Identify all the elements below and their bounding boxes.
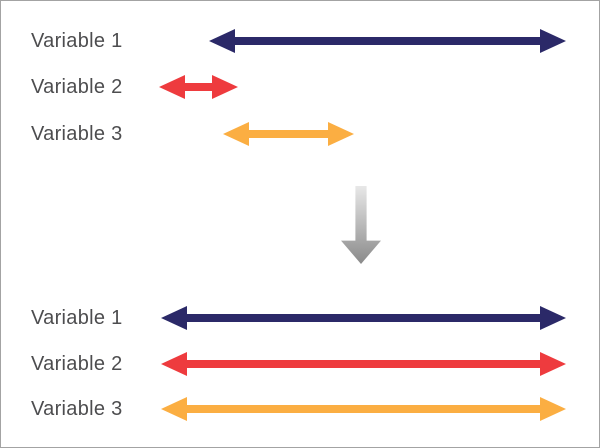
range-arrow [223,122,354,146]
arrow-right-head-icon [540,352,566,376]
variable-label: Variable 2 [31,353,123,375]
arrow-shaft [229,37,546,45]
range-arrow [161,352,566,376]
arrow-right-head-icon [540,306,566,330]
range-arrow [159,75,238,99]
arrow-right-head-icon [212,75,238,99]
range-arrow [161,306,566,330]
arrow-right-head-icon [540,397,566,421]
range-arrow [161,397,566,421]
arrow-right-head-icon [328,122,354,146]
variable-label: Variable 2 [31,76,123,98]
variable-label: Variable 3 [31,398,123,420]
arrow-shaft [181,314,546,322]
arrow-shaft [243,130,334,138]
range-arrow [209,29,566,53]
variable-label: Variable 3 [31,123,123,145]
arrow-right-head-icon [540,29,566,53]
arrow-shaft [181,405,546,413]
arrow-shaft [181,360,546,368]
transform-down-arrow-icon [341,186,381,264]
variable-label: Variable 1 [31,307,123,329]
arrow-shaft [179,83,218,91]
variable-label: Variable 1 [31,30,123,52]
